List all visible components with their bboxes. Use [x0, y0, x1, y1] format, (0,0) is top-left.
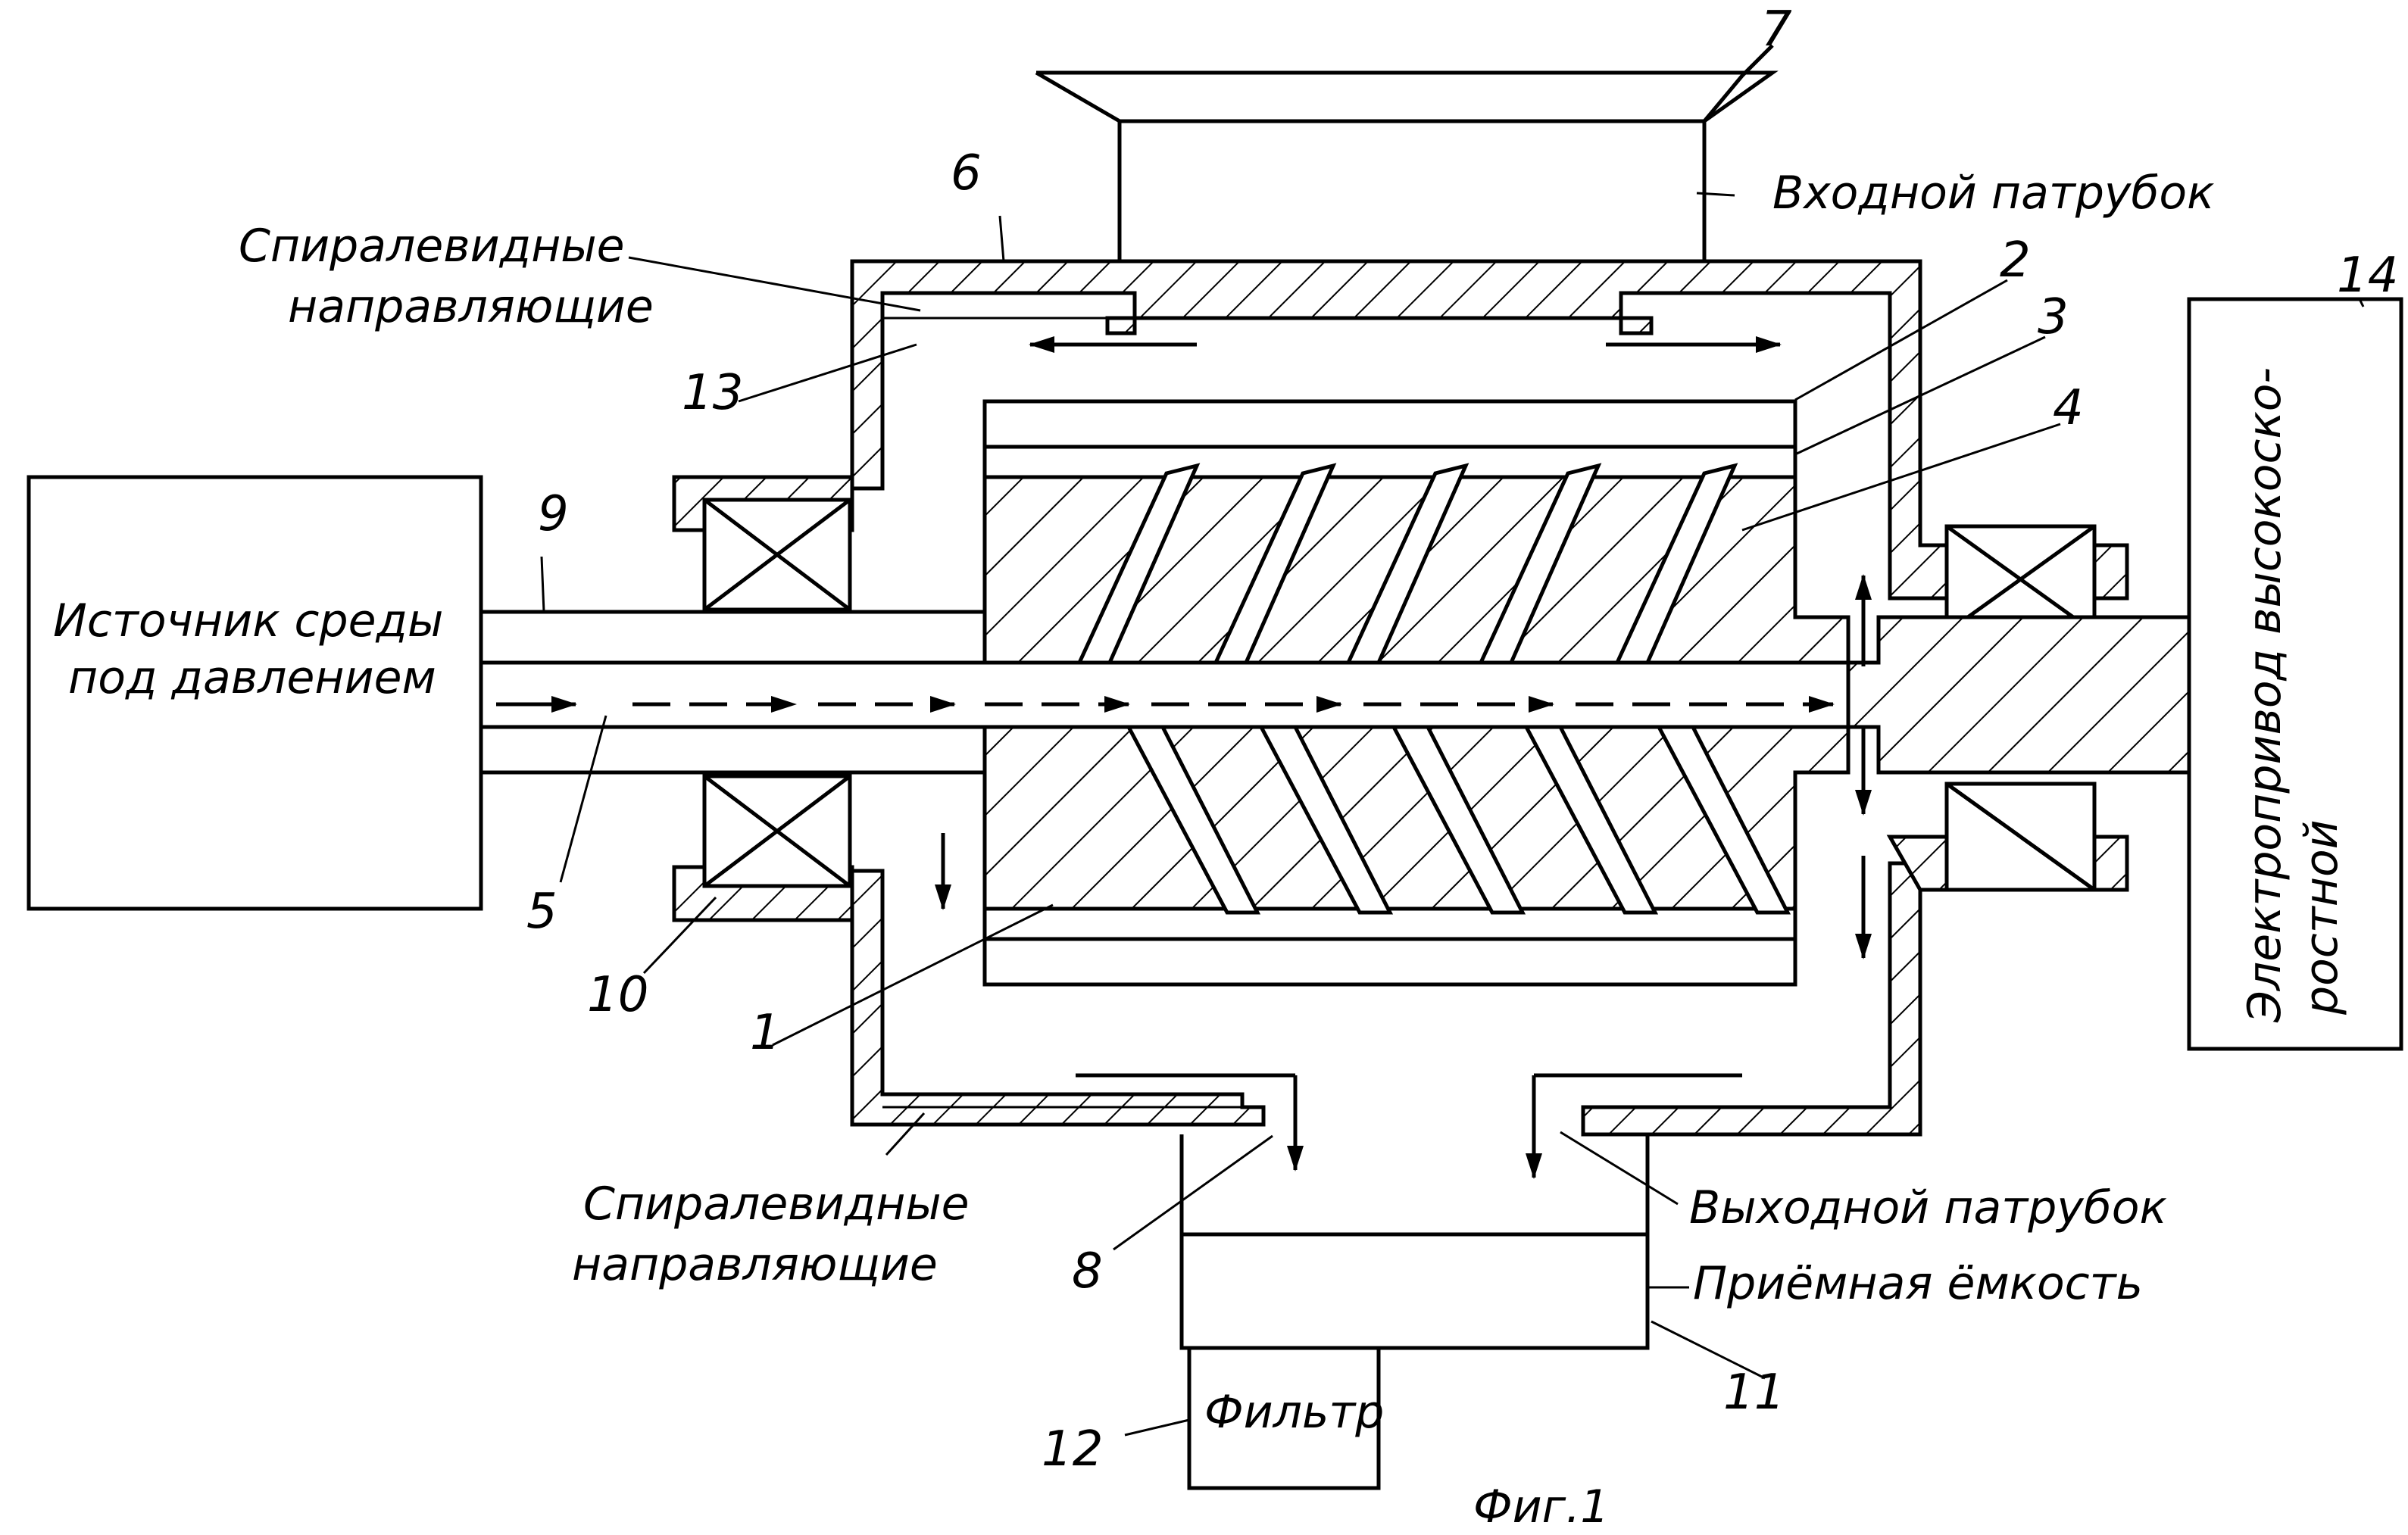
part-number-6: 6 — [951, 145, 982, 201]
part-number-13: 13 — [682, 365, 743, 421]
part-number-1: 1 — [750, 1005, 781, 1061]
part-number-8: 8 — [1072, 1243, 1103, 1299]
source-label-line1: Источник среды — [53, 594, 443, 647]
part-number-7: 7 — [1761, 2, 1792, 58]
part-number-2: 2 — [2000, 232, 2031, 289]
drive-label-line1: Электропривод высокоско- — [2238, 367, 2291, 1023]
part-number-5: 5 — [526, 884, 557, 940]
drive-shaft — [1848, 617, 2189, 772]
drive-label-line2: ростной — [2295, 819, 2348, 1016]
filter-label: Фильтр — [1204, 1386, 1384, 1439]
part-number-14: 14 — [2337, 248, 2398, 304]
guides-top-line2: направляющие — [288, 280, 654, 333]
guides-top-line1: Спиралевидные — [239, 220, 625, 273]
figure-caption: Фиг.1 — [1473, 1480, 1609, 1533]
inlet-funnel — [1036, 45, 1772, 261]
guides-bottom-line1: Спиралевидные — [583, 1178, 970, 1231]
guides-top-label: Спиралевидные направляющие — [239, 220, 654, 333]
part-number-3: 3 — [2038, 289, 2069, 345]
outlet-label: Выходной патрубок — [1689, 1181, 2167, 1234]
rotor-body — [985, 466, 1848, 913]
receiver-label: Приёмная ёмкость — [1693, 1257, 2143, 1310]
source-label-line2: под давлением — [68, 651, 436, 704]
part-number-9: 9 — [538, 486, 569, 542]
guides-bottom-label: Спиралевидные направляющие — [572, 1178, 970, 1291]
bearing-right-bottom — [1947, 784, 2094, 890]
part-number-12: 12 — [1042, 1421, 1103, 1477]
part-number-11: 11 — [1723, 1365, 1785, 1421]
bearing-left-top — [704, 500, 850, 610]
guides-bottom-line2: направляющие — [572, 1238, 938, 1291]
bearing-left-bottom — [704, 776, 850, 886]
part-number-10: 10 — [587, 967, 648, 1023]
inlet-label: Входной патрубок — [1772, 167, 2214, 220]
part-number-4: 4 — [2053, 380, 2084, 436]
